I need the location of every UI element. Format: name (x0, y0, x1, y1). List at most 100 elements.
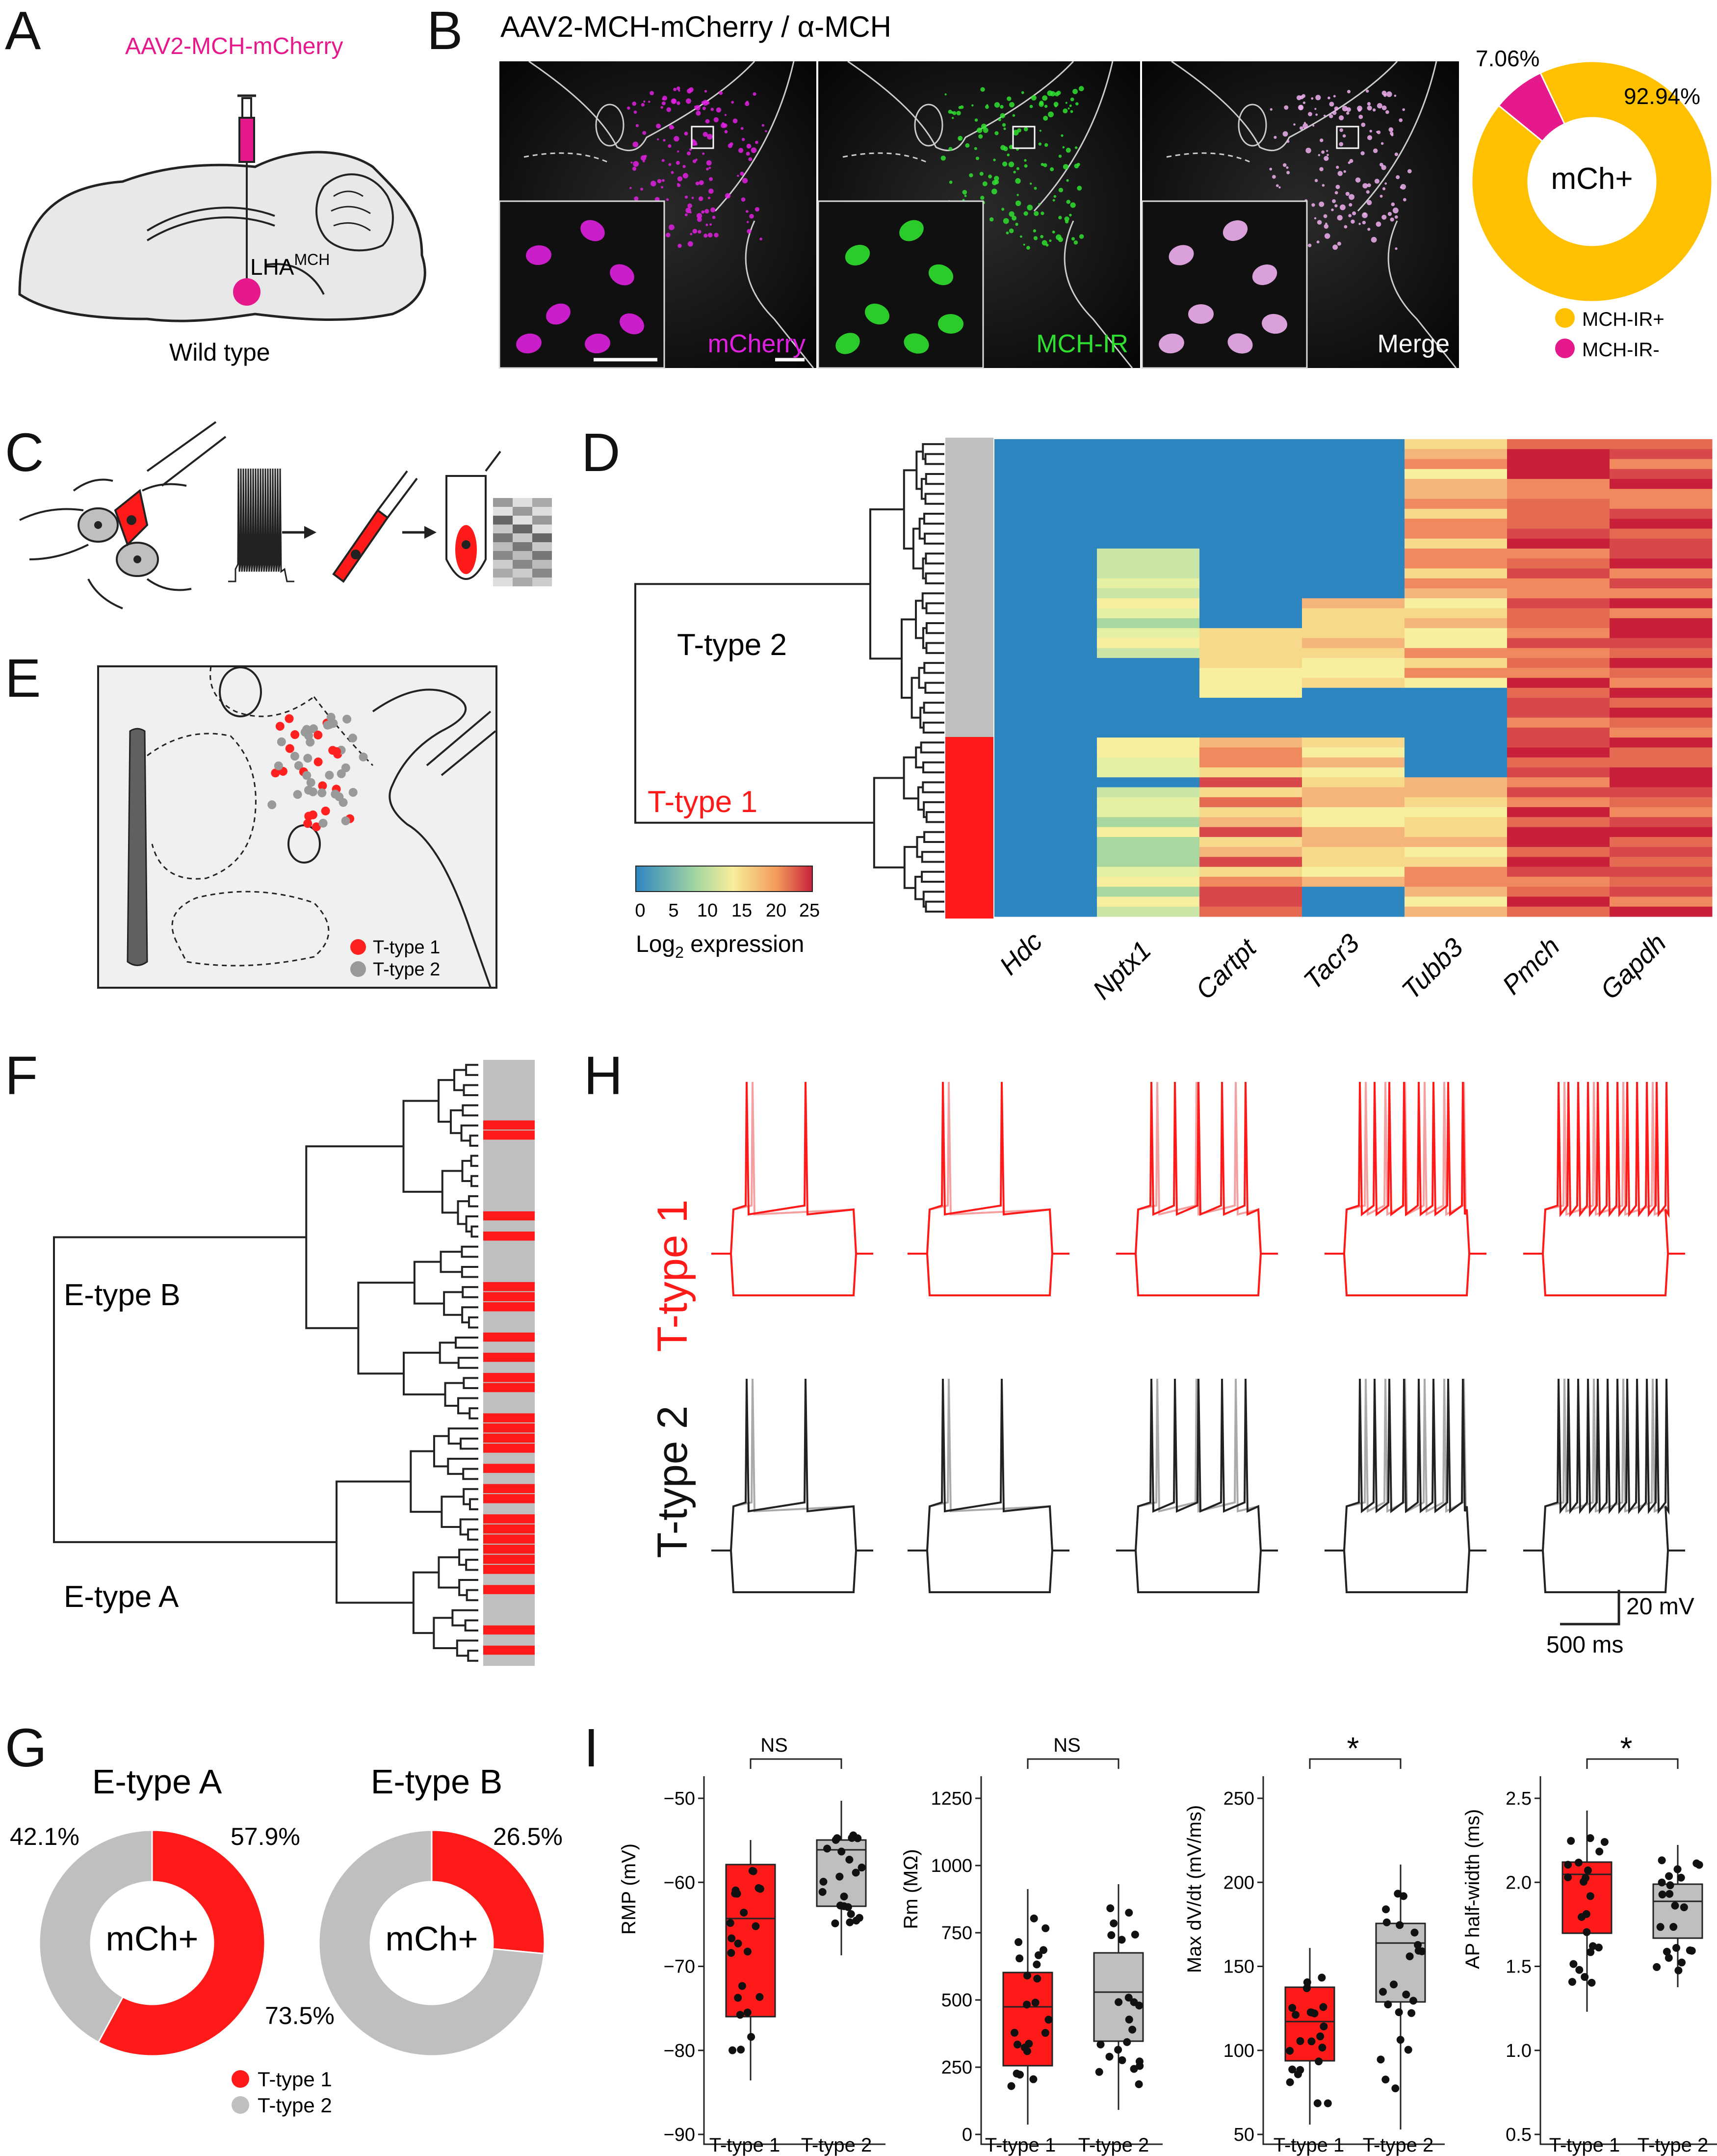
data-point (1107, 1931, 1116, 1939)
data-point (1678, 1958, 1686, 1967)
data-point (1674, 1966, 1683, 1974)
data-point (1130, 1998, 1138, 2006)
colorbar-tick-5: 5 (668, 900, 678, 921)
data-point (1095, 2068, 1103, 2076)
region-label: LHAMCH (250, 251, 330, 280)
etype-bar-ttype1-cell (483, 1383, 535, 1393)
voltage-trace-hyperpolarizing (908, 1550, 1069, 1593)
scale-bar-voltage: 20 mV (1626, 1594, 1694, 1620)
data-point (733, 1890, 741, 1898)
colorbar-tick-20: 20 (766, 900, 786, 921)
xlabel-halfwidth-ttype1: T-type 1 (1549, 2134, 1620, 2156)
syringe-icon (238, 117, 255, 163)
voltage-trace-hyperpolarizing (711, 1253, 873, 1296)
data-point (1665, 1890, 1674, 1898)
panel-letter-e: E (5, 648, 41, 709)
voltage-trace (1116, 1081, 1278, 1255)
data-point (1567, 1837, 1575, 1845)
cell-dot-ttype2 (338, 798, 348, 807)
y-tick-label: 0 (962, 2125, 972, 2145)
etype-bar-ttype1-cell (483, 1545, 535, 1554)
legend-g-ttype1: T-type 1 (258, 2068, 332, 2091)
y-tick-label: 1.5 (1506, 1957, 1532, 1977)
data-point (1673, 1865, 1682, 1873)
voltage-trace-hyperpolarizing (1116, 1550, 1278, 1593)
y-tick-label: 150 (1223, 1957, 1254, 1977)
legend-swatch-g-ttype2 (232, 2096, 249, 2114)
data-point (1680, 1903, 1688, 1912)
panel-i-boxplots: RMP (mV) NS T-type 1 T-type 2 Rm (MΩ) NS… (618, 1731, 1717, 2156)
legend-swatch-mch-ir-neg (1555, 339, 1575, 358)
voltage-trace-hyperpolarizing (1523, 1550, 1685, 1593)
y-tick-label: 500 (941, 1990, 972, 2011)
data-point (1666, 1881, 1674, 1890)
data-point (1296, 2066, 1304, 2074)
data-point (852, 1868, 860, 1877)
data-point (1658, 1878, 1666, 1887)
voltage-trace (908, 1378, 1069, 1551)
etype-bar-ttype1-cell (483, 1120, 535, 1130)
data-point (1575, 1966, 1584, 1974)
xlabel-halfwidth-ttype2: T-type 2 (1638, 2134, 1709, 2156)
data-point (1324, 2099, 1332, 2107)
legend-swatch-ttype2 (350, 961, 366, 977)
data-point (1586, 1834, 1594, 1842)
data-point (1288, 2004, 1297, 2012)
gene-label-nptx1: Nptx1 (1087, 935, 1157, 1005)
data-point (846, 1918, 854, 1926)
etype-bar-ttype1-cell (483, 1554, 535, 1564)
data-point (1569, 1960, 1578, 1968)
data-point (1014, 2040, 1022, 2049)
etype-bar-ttype1-cell (483, 1625, 535, 1635)
data-point (1396, 1921, 1404, 1929)
donut-b-label-minus: 7.06% (1476, 46, 1539, 71)
data-point (1665, 1954, 1673, 1962)
data-point (736, 2011, 744, 2019)
cell-dot-ttype1 (271, 768, 280, 778)
voltage-trace (908, 1081, 1069, 1255)
voltage-trace-hyperpolarizing (1523, 1253, 1685, 1296)
colorbar-tick-15: 15 (731, 900, 752, 921)
voltage-trace (711, 1081, 873, 1255)
data-point (1658, 1856, 1666, 1865)
y-tick-label: −90 (664, 2125, 695, 2145)
voltage-trace-hyperpolarizing (1116, 1550, 1278, 1593)
channel-label-mcherry: mCherry (708, 330, 806, 358)
etype-bar-ttype1-cell (483, 1352, 535, 1362)
data-point (1653, 1963, 1661, 1971)
data-point (1404, 2046, 1412, 2054)
axis-frame (1262, 1776, 1445, 2145)
voltage-trace (908, 1081, 1069, 1255)
data-point (1302, 1984, 1311, 1992)
ylabel-rmp: RMP (mV) (618, 1843, 640, 1935)
data-point (1377, 2055, 1385, 2064)
data-point (1320, 2022, 1328, 2030)
data-point (840, 1902, 848, 1910)
axis-frame (1539, 1776, 1717, 2145)
cerebellum-outline (315, 173, 394, 252)
data-point (1686, 1946, 1694, 1954)
data-point (1568, 1978, 1576, 1986)
data-point (1318, 1973, 1326, 1982)
data-point (1395, 2008, 1403, 2017)
scale-bar-time: 500 ms (1546, 1632, 1623, 1658)
gene-label-pmch: Pmch (1497, 931, 1565, 1000)
data-point (755, 1993, 764, 2001)
cell-dot-ttype2 (359, 752, 368, 762)
cell-dot-ttype2 (341, 763, 350, 772)
cell-dot-ttype2 (309, 724, 318, 734)
voltage-trace-hyperpolarizing (1523, 1550, 1685, 1593)
data-point (858, 1864, 866, 1872)
significance-bracket (750, 1758, 842, 1769)
voltage-trace (711, 1378, 873, 1551)
data-point (1405, 1952, 1414, 1961)
panel-c-patch-seq-schematic (19, 421, 552, 609)
etype-bar-ttype1-cell (483, 1585, 535, 1594)
data-point (1031, 1998, 1040, 2007)
y-tick-label: 1250 (931, 1788, 972, 1809)
voltage-trace-hyperpolarizing (908, 1253, 1069, 1296)
cell-dot-ttype1 (285, 714, 294, 723)
data-point (1316, 2032, 1325, 2041)
legend-ttype1: T-type 1 (373, 937, 440, 958)
